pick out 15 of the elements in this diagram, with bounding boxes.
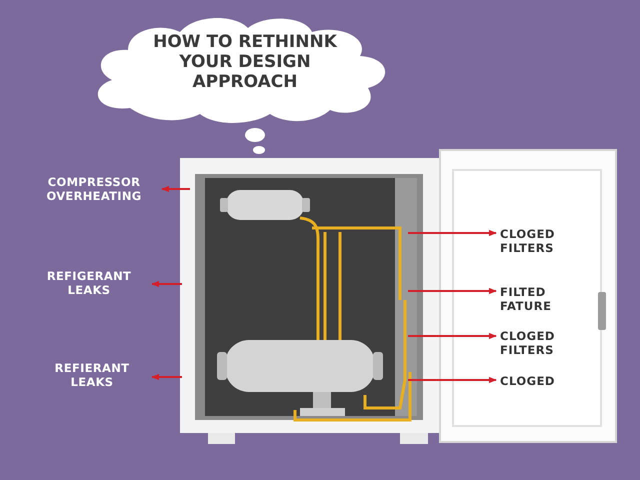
callout-label: REFIGERANT LEAKS: [46, 269, 132, 297]
callout-label: CLOGED FILTERS: [500, 227, 556, 255]
callout-label: CLOGED FILTERS: [500, 329, 556, 357]
arrow: [408, 288, 497, 294]
arrow: [161, 186, 190, 192]
arrow: [408, 376, 497, 384]
cloud-heading: HOW TO RETHINNK YOUR DESIGN APPROACH: [152, 32, 338, 92]
callout-label: FILTED FATURE: [500, 285, 552, 313]
callout-label: COMPRESSOR OVERHEATING: [45, 175, 143, 203]
arrow: [151, 374, 182, 380]
arrow: [408, 332, 497, 340]
arrow: [151, 280, 182, 288]
callout-label: REFIERANT LEAKS: [54, 361, 130, 389]
callout-label: CLOGED: [500, 374, 555, 388]
arrow: [408, 230, 497, 236]
